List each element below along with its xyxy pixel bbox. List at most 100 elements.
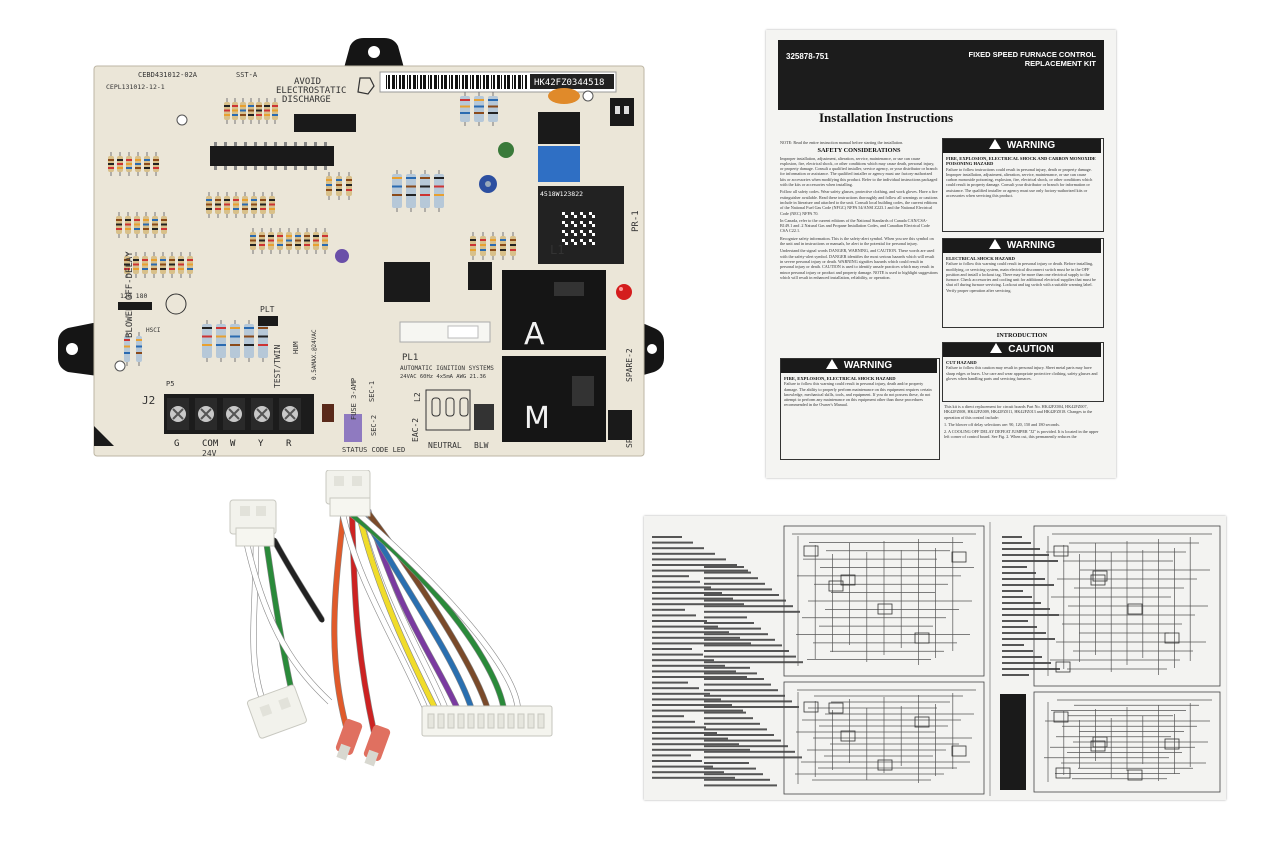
resistor	[392, 174, 402, 208]
diagram-text-line	[1002, 608, 1050, 610]
ic-pin	[234, 166, 237, 170]
resistor-band	[161, 223, 167, 226]
diagram-text-line	[652, 743, 739, 746]
resistor-band	[224, 203, 230, 206]
kit-title-line1: FIXED SPEED FURNACE CONTROL	[968, 50, 1096, 59]
connector-pin	[437, 713, 445, 729]
resistor-band	[295, 235, 301, 237]
resistor-band	[242, 199, 248, 201]
diagram-text-line	[1002, 602, 1041, 604]
resistor-band	[202, 344, 212, 346]
resistor-band	[178, 263, 184, 266]
resistor-band	[187, 263, 193, 266]
resistor-band	[216, 327, 226, 329]
instructions-title: Installation Instructions	[819, 110, 953, 125]
resistor-band	[510, 249, 516, 251]
barcode-bar	[476, 75, 479, 89]
diagram-text-line	[704, 745, 788, 748]
schematic-component	[877, 759, 893, 771]
diagram-text-line	[704, 689, 778, 692]
status-led-red	[616, 284, 632, 300]
terminal-label-r: R	[286, 439, 292, 449]
diagram-text-line	[704, 627, 761, 630]
resistor-band	[126, 167, 132, 169]
terminal-block	[164, 394, 314, 434]
resistor-band	[500, 239, 506, 241]
resistor-band	[500, 249, 506, 251]
ic-pin	[284, 166, 287, 170]
barcode-label: HK42FZ0344518	[379, 71, 617, 93]
connector-pin	[467, 713, 475, 729]
resistor-band	[460, 105, 470, 108]
safety-paragraph-1: Improper installation, adjustment, alter…	[780, 155, 938, 188]
resistor-band	[258, 344, 268, 346]
delay-jumper-header	[118, 302, 152, 310]
kit-title: FIXED SPEED FURNACE CONTROL REPLACEMENT …	[916, 50, 1096, 68]
diagram-text-line	[652, 664, 725, 667]
resistor-band	[346, 189, 352, 191]
resistor-band	[216, 344, 226, 346]
neutral-label: NEUTRAL	[428, 441, 462, 450]
resistor-band	[206, 199, 212, 201]
diagram-text-line	[652, 552, 715, 555]
resistor-band	[286, 244, 292, 246]
barcode-bar	[441, 75, 443, 89]
schematic-component	[840, 574, 856, 586]
qr-module	[580, 239, 583, 242]
resistor-band	[272, 105, 278, 107]
safety-paragraph-2: Follow all safety codes. Wear safety gla…	[780, 189, 938, 216]
barcode-bar	[413, 75, 416, 89]
terminal-label-g: G	[174, 439, 179, 449]
resistor-band	[460, 112, 470, 114]
wire	[355, 507, 439, 713]
diagram-text-line	[652, 681, 688, 684]
sec2-label: SEC-2	[370, 415, 378, 436]
resistor	[136, 336, 142, 362]
resistor	[124, 336, 130, 362]
resistor-band	[244, 327, 254, 329]
barcode-bar	[480, 75, 481, 89]
resistor-band	[258, 327, 268, 329]
diagram-text-line	[704, 588, 772, 591]
schematic-component	[1164, 632, 1180, 644]
resistor-band	[125, 219, 131, 221]
qr-module	[565, 233, 568, 236]
resistor-band	[434, 194, 444, 196]
barcode-bar	[497, 75, 500, 89]
barcode-bar	[514, 75, 516, 89]
barcode-bar	[428, 75, 429, 89]
diagram-text-line	[704, 700, 792, 703]
wire	[349, 507, 377, 735]
resistor-band	[346, 179, 352, 181]
screw-slot	[256, 408, 268, 420]
barcode-bar	[501, 75, 502, 89]
diagram-text-line	[1002, 572, 1036, 574]
resistor-band	[474, 112, 484, 114]
harness-wires	[242, 507, 522, 735]
ignition-label-line2: 24VAC 60Hz 4x5mA AWG 21.36	[400, 374, 486, 380]
barcode-stripes	[386, 75, 527, 89]
resistor-band	[161, 219, 167, 221]
ic-pin	[234, 142, 237, 146]
installation-instructions-sheet: 325878-751 FIXED SPEED FURNACE CONTROL R…	[766, 30, 1116, 478]
diagram-text-line	[652, 558, 726, 561]
screw-slot	[228, 408, 240, 420]
resistor-band	[420, 194, 430, 196]
resistor-band	[224, 114, 230, 116]
resistor-band	[233, 208, 239, 210]
schematic-panel	[783, 681, 985, 795]
warning-body-3: FIRE, EXPLOSION, ELECTRICAL SHOCK HAZARD…	[784, 376, 934, 408]
diagram-text-line	[704, 605, 793, 608]
board-relay-small	[468, 262, 492, 290]
resistor-band	[304, 244, 310, 246]
diagram-text-line	[704, 672, 757, 675]
wire	[271, 537, 325, 623]
wiring-diagram-sheet	[644, 516, 1226, 800]
warning-1-heading: FIRE, EXPLOSION, ELECTRICAL SHOCK AND CA…	[946, 156, 1096, 167]
qr-module	[571, 230, 574, 233]
resistor-band	[322, 244, 328, 246]
connector-pin	[517, 713, 525, 729]
diagram-text-line	[1002, 674, 1029, 676]
status-code-led-label: STATUS CODE LED	[342, 446, 405, 454]
resistor-band	[160, 259, 166, 261]
